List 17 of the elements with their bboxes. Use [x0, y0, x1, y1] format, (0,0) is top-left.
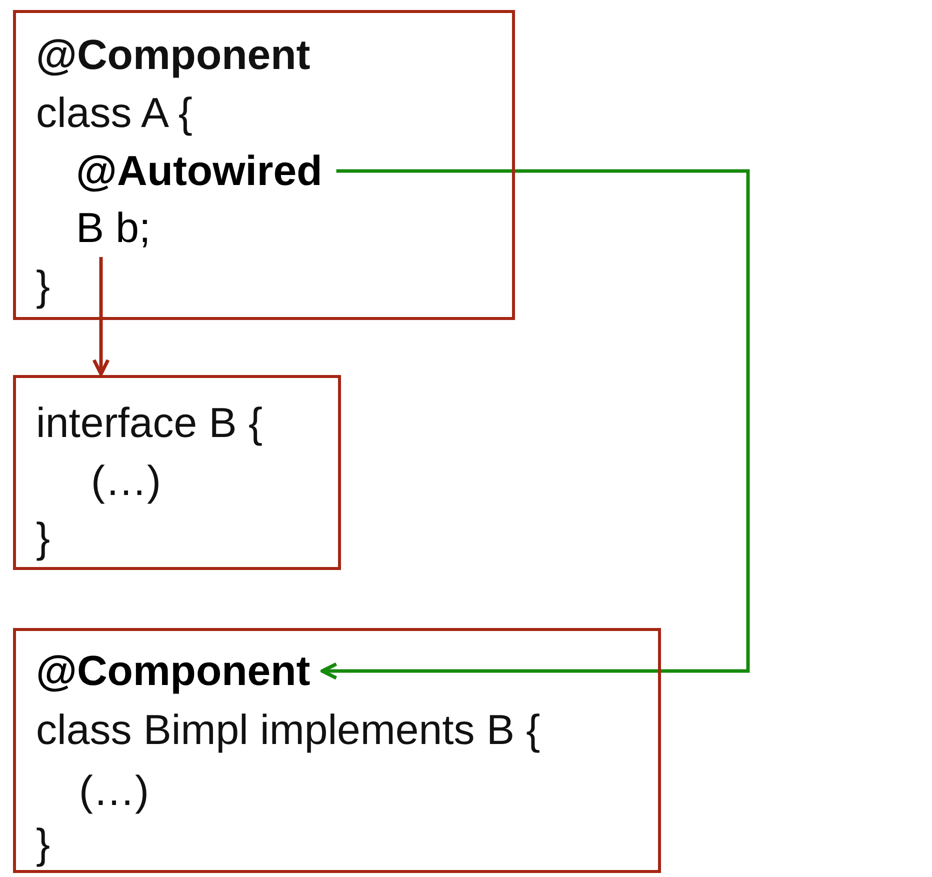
arrow [92, 257, 110, 376]
code-annotation: @Autowired [76, 146, 322, 196]
code-annotation: B b; [76, 203, 151, 253]
class-box [13, 628, 661, 873]
code-line: } [36, 819, 50, 869]
code-line: } [36, 261, 50, 311]
code-line: } [36, 513, 50, 563]
code-line: class Bimpl implements B { [36, 705, 540, 755]
class-box [13, 10, 515, 320]
arrow [320, 169, 750, 680]
code-line: interface B { [36, 398, 262, 448]
code-line: (…) [79, 766, 149, 816]
code-line: (…) [91, 456, 161, 506]
code-line: @Component [36, 30, 310, 80]
class-box [13, 375, 341, 570]
code-annotation: @Component [36, 646, 310, 696]
code-line: class A { [36, 88, 192, 138]
